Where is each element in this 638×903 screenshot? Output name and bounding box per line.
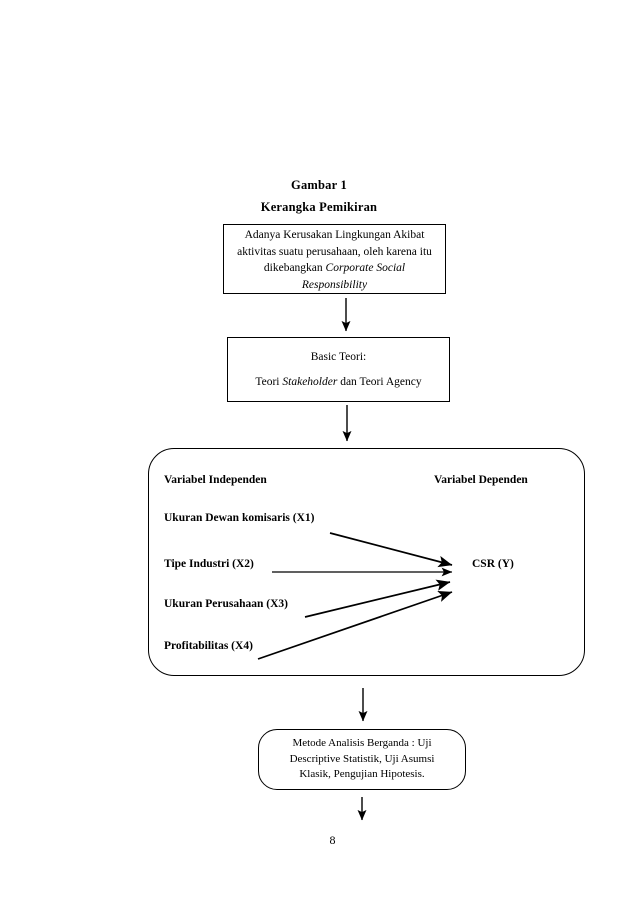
method-line-2: Descriptive Statistik, Uji Asumsi bbox=[289, 752, 435, 765]
independent-variable-header: Variabel Independen bbox=[164, 474, 267, 486]
independent-variable-x2: Tipe Industri (X2) bbox=[164, 558, 254, 570]
figure-title: Gambar 1 bbox=[291, 178, 347, 192]
theory-body-italic: Stakeholder bbox=[282, 376, 338, 388]
method-line-1: Metode Analisis Berganda : Uji bbox=[292, 737, 432, 750]
analysis-method-box: Metode Analisis Berganda : Uji Descripti… bbox=[258, 729, 466, 790]
independent-variable-x4: Profitabilitas (X4) bbox=[164, 640, 253, 652]
theory-body-prefix: Teori bbox=[255, 376, 283, 388]
independent-variable-x1: Ukuran Dewan komisaris (X1) bbox=[164, 512, 315, 524]
dependent-variable-header: Variabel Dependen bbox=[434, 474, 528, 486]
problem-line-1: Adanya Kerusakan Lingkungan Akibat bbox=[244, 229, 425, 241]
problem-line-2: aktivitas suatu perusahaan, oleh karena … bbox=[237, 245, 432, 258]
basic-theory-box: Basic Teori: Teori Stakeholder dan Teori… bbox=[227, 337, 450, 402]
independent-variable-x3: Ukuran Perusahaan (X3) bbox=[164, 598, 288, 610]
theory-body: Teori Stakeholder dan Teori Agency bbox=[255, 374, 421, 391]
page-number: 8 bbox=[329, 833, 336, 847]
problem-line-3: dikebangkan Corporate Social bbox=[263, 262, 406, 274]
problem-line-4: Responsibility bbox=[302, 277, 367, 294]
dependent-variable-csr: CSR (Y) bbox=[472, 558, 514, 570]
figure-subtitle: Kerangka Pemikiran bbox=[260, 200, 378, 214]
problem-italic-term-1: Corporate Social bbox=[325, 262, 406, 274]
theory-body-suffix: dan Teori Agency bbox=[337, 376, 422, 388]
problem-statement-box: Adanya Kerusakan Lingkungan Akibat aktiv… bbox=[223, 224, 446, 294]
theory-heading: Basic Teori: bbox=[310, 350, 367, 363]
method-line-3: Klasik, Pengujian Hipotesis. bbox=[299, 768, 425, 781]
problem-italic-term-2: Responsibility bbox=[301, 278, 368, 291]
